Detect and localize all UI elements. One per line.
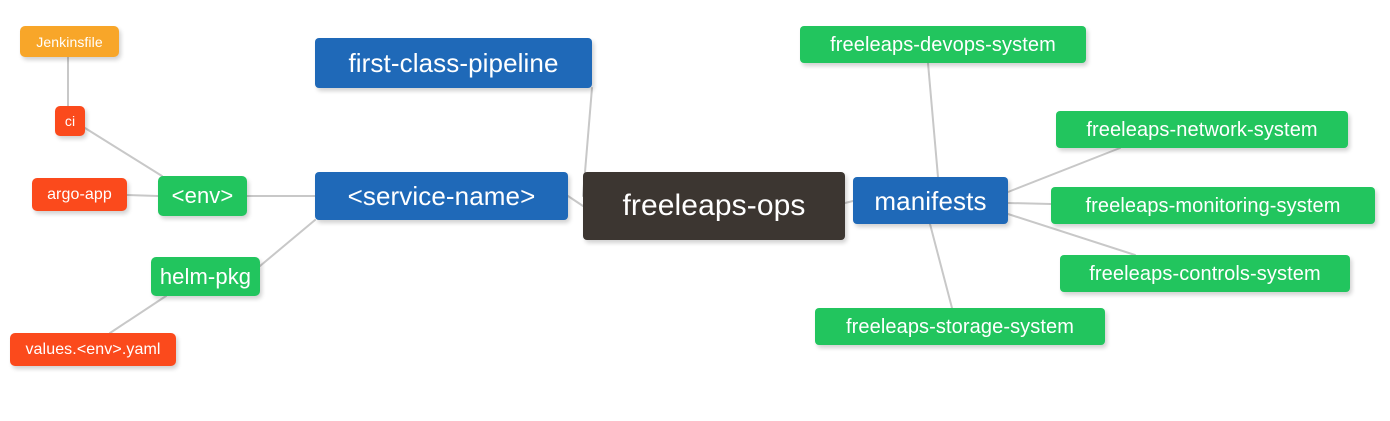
node-service-name[interactable]: <service-name> (315, 172, 568, 220)
node-label-helm-pkg: helm-pkg (159, 263, 252, 289)
node-storage-system[interactable]: freeleaps-storage-system (815, 308, 1105, 345)
node-first-class-pipeline[interactable]: first-class-pipeline (315, 38, 592, 88)
node-label-network-system: freeleaps-network-system (1086, 118, 1318, 141)
node-env[interactable]: <env> (158, 176, 247, 216)
node-devops-system[interactable]: freeleaps-devops-system (800, 26, 1086, 63)
edge-env-to-argo-app (126, 194, 159, 197)
edge-root-to-manifests (844, 200, 854, 204)
edge-manifests-to-storage-system (929, 223, 953, 309)
edge-manifests-to-network-system (1007, 147, 1121, 193)
edge-manifests-to-monitoring-system (1007, 202, 1052, 205)
node-label-jenkinsfile: Jenkinsfile (36, 33, 103, 50)
node-argo-app[interactable]: argo-app (32, 178, 127, 211)
node-label-argo-app: argo-app (47, 185, 112, 203)
node-ci[interactable]: ci (55, 106, 85, 136)
node-manifests[interactable]: manifests (853, 177, 1008, 224)
node-controls-system[interactable]: freeleaps-controls-system (1060, 255, 1350, 292)
node-helm-pkg[interactable]: helm-pkg (151, 257, 260, 296)
node-label-controls-system: freeleaps-controls-system (1089, 262, 1321, 285)
node-root[interactable]: freeleaps-ops (583, 172, 845, 240)
node-label-root: freeleaps-ops (622, 189, 806, 222)
edge-root-to-service-name (567, 195, 584, 207)
node-label-values-yaml: values.<env>.yaml (25, 340, 161, 358)
edge-helm-pkg-to-values-yaml (109, 295, 167, 334)
node-values-yaml[interactable]: values.<env>.yaml (10, 333, 176, 366)
node-label-storage-system: freeleaps-storage-system (845, 315, 1075, 338)
edge-env-to-ci (84, 127, 163, 177)
node-label-devops-system: freeleaps-devops-system (830, 33, 1056, 56)
node-label-ci: ci (64, 113, 76, 129)
edge-service-name-to-helm-pkg (259, 219, 316, 267)
node-label-first-class-pipeline: first-class-pipeline (348, 48, 559, 78)
node-network-system[interactable]: freeleaps-network-system (1056, 111, 1348, 148)
node-label-service-name: <service-name> (347, 181, 536, 211)
node-jenkinsfile[interactable]: Jenkinsfile (20, 26, 119, 57)
node-monitoring-system[interactable]: freeleaps-monitoring-system (1051, 187, 1375, 224)
node-label-monitoring-system: freeleaps-monitoring-system (1085, 194, 1341, 217)
edge-manifests-to-devops-system (927, 62, 939, 178)
node-label-env: <env> (171, 183, 234, 208)
node-label-manifests: manifests (874, 185, 987, 216)
